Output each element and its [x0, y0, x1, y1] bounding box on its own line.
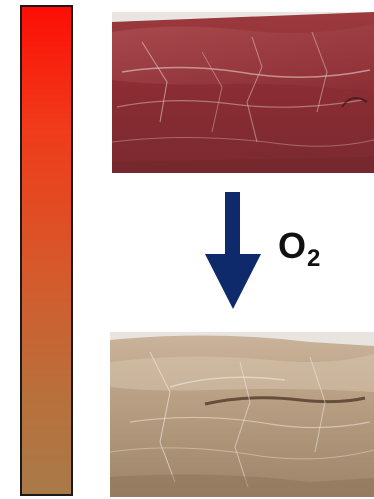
oxygen-label-main: O — [278, 225, 306, 266]
oxidized-brown-meat-image — [110, 332, 374, 497]
oxidized-brown-meat-photo — [110, 332, 374, 497]
raw-red-meat-photo — [112, 12, 374, 173]
oxygen-label-subscript: 2 — [307, 245, 320, 272]
color-gradient-bar — [20, 5, 73, 496]
raw-red-meat-image — [112, 12, 374, 173]
down-arrow-icon — [203, 192, 263, 310]
oxygen-label: O2 — [278, 228, 320, 271]
